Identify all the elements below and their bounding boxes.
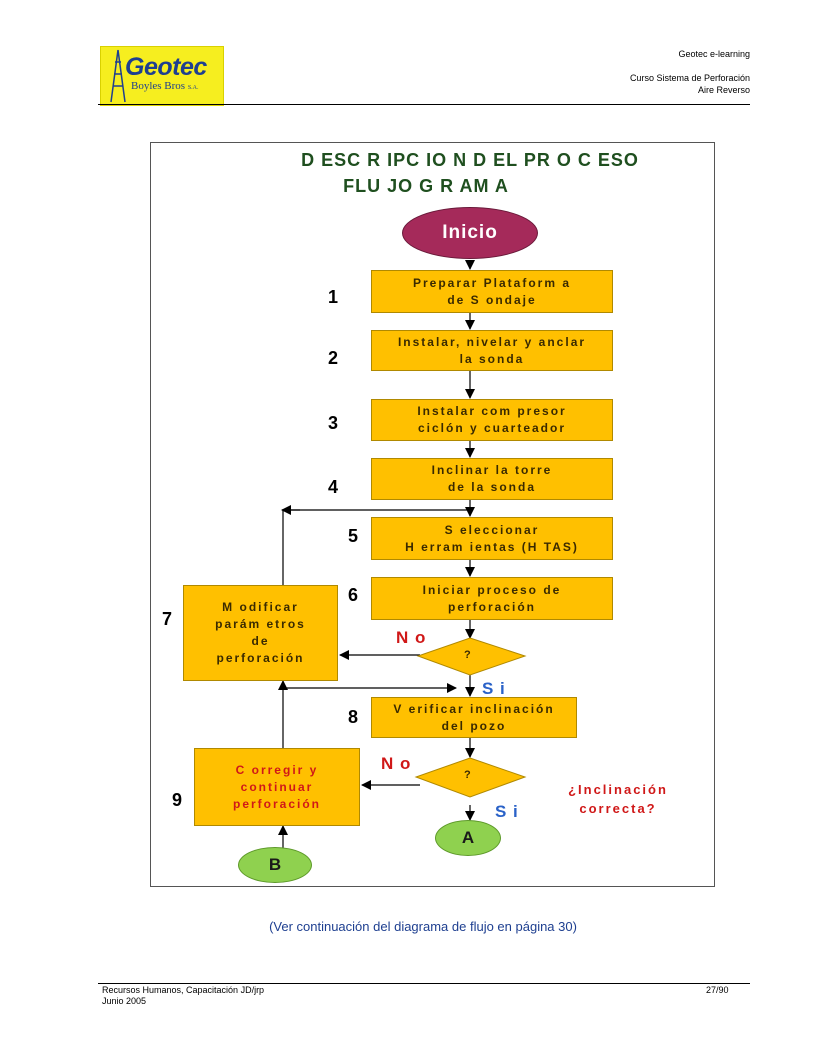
step-number-4: 4 xyxy=(328,477,339,497)
step-number-6: 6 xyxy=(348,585,359,605)
step-number-2: 2 xyxy=(328,348,339,368)
diagram-title-line2: FLU JO G R AM A xyxy=(343,176,509,196)
step-box-9: C orregir y continuar perforación xyxy=(194,748,360,826)
step-number-3: 3 xyxy=(328,413,339,433)
no-label-1: N o xyxy=(396,628,427,647)
no-label-2: N o xyxy=(381,754,412,773)
step-number-8: 8 xyxy=(348,707,359,727)
step-box-6: Iniciar proceso de perforación xyxy=(371,577,613,620)
footer-date: Junio 2005 xyxy=(102,996,147,1006)
footer-dept: Recursos Humanos, Capacitación JD/jrp xyxy=(102,985,265,995)
step-box-7: M odificar parám etros de perforación xyxy=(183,585,338,681)
header-rule xyxy=(98,104,750,105)
drill-tower-icon xyxy=(110,49,126,103)
step-number-5: 5 xyxy=(348,526,359,546)
connector-a: A xyxy=(435,820,501,856)
step-box-5: S eleccionar H erram ientas (H TAS) xyxy=(371,517,613,560)
continuation-note: (Ver continuación del diagrama de flujo … xyxy=(269,919,577,934)
decision-1-label: ? xyxy=(464,649,471,661)
step-number-7: 7 xyxy=(162,609,173,629)
inclination-question: ¿Inclinación correcta? xyxy=(568,782,668,816)
connector-b: B xyxy=(238,847,312,883)
decision-2-label: ? xyxy=(464,769,471,781)
diagram-title-line1: D ESC R IPC IO N D EL PR O C ESO xyxy=(301,150,639,170)
decision-diamond-2 xyxy=(414,757,527,798)
si-label-2: S i xyxy=(495,802,519,821)
step-number-9: 9 xyxy=(172,790,183,810)
decision-diamond-1 xyxy=(416,637,527,676)
start-oval: Inicio xyxy=(402,207,538,259)
page-number: 27/90 xyxy=(706,985,729,995)
header-course-sub: Aire Reverso xyxy=(697,85,750,95)
step-box-2: Instalar, nivelar y anclar la sonda xyxy=(371,330,613,371)
logo-subtitle: Boyles Bros S.A. xyxy=(131,80,199,92)
step-number-1: 1 xyxy=(328,287,339,307)
header-course: Curso Sistema de Perforación xyxy=(629,73,750,83)
logo-name: Geotec xyxy=(125,53,207,81)
footer-credits: Recursos Humanos, Capacitación JD/jrp Ju… xyxy=(102,985,264,1007)
step-box-4: Inclinar la torre de la sonda xyxy=(371,458,613,500)
geotec-logo: Geotec Boyles Bros S.A. xyxy=(100,46,224,106)
step-box-1: Preparar Plataform a de S ondaje xyxy=(371,270,613,313)
header-org: Geotec e-learning xyxy=(678,49,750,59)
step-box-8: V erificar inclinación del pozo xyxy=(371,697,577,738)
step-box-3: Instalar com presor ciclón y cuarteador xyxy=(371,399,613,441)
footer-rule xyxy=(98,983,750,984)
si-label-1: S i xyxy=(482,679,506,698)
diagram-frame xyxy=(150,142,715,887)
